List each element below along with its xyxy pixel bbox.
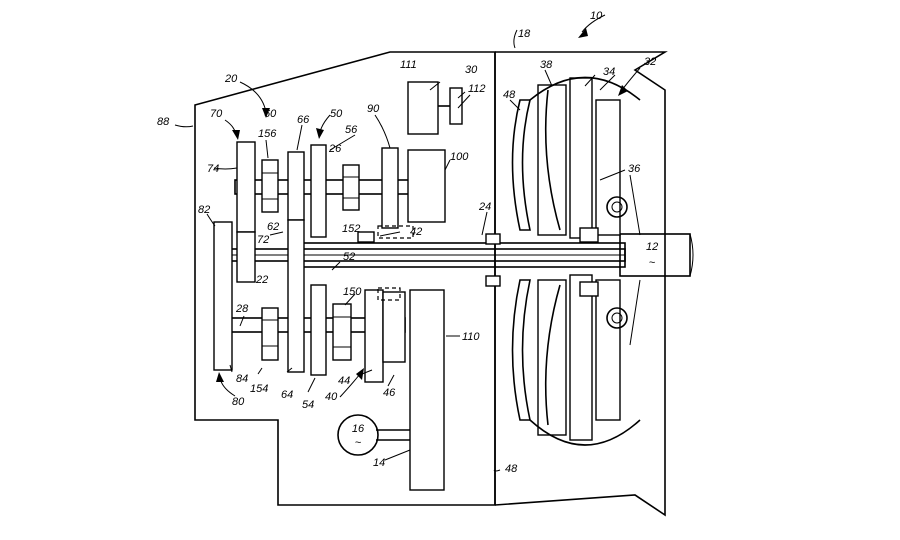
ref-14: 14 (373, 457, 385, 469)
ref-150: 150 (343, 286, 362, 298)
ref-28: 28 (235, 303, 249, 315)
ref-156: 156 (258, 128, 277, 140)
clutch-assembly (511, 76, 641, 446)
dashed-element-42 (377, 225, 414, 239)
gear-90 (381, 147, 399, 229)
ref-154: 154 (250, 383, 268, 395)
gear-82 (213, 221, 233, 371)
synchronizer-150 (332, 303, 352, 361)
synchronizer-156 (261, 159, 279, 213)
housing-outline (194, 51, 496, 506)
gear-54 (310, 284, 327, 376)
ref-48-bottom: 48 (505, 463, 518, 475)
svg-text:~: ~ (649, 257, 656, 269)
ref-48-top: 48 (503, 89, 516, 101)
ref-20: 20 (224, 73, 238, 85)
gear-66 (287, 151, 305, 221)
gear-74 (236, 141, 256, 233)
gear-44 (364, 289, 384, 383)
gear-56 (310, 144, 327, 238)
ref-110: 110 (462, 331, 480, 343)
motor-16 (337, 414, 379, 456)
ref-82: 82 (198, 204, 210, 216)
gear-100 (407, 149, 446, 223)
ref-12: 12 (646, 241, 658, 253)
ref-84: 84 (236, 373, 248, 385)
ref-18: 18 (518, 28, 531, 40)
ref-66: 66 (297, 114, 310, 126)
ref-10: 10 (590, 10, 603, 22)
svg-text:~: ~ (355, 437, 362, 449)
leader-lines (174, 29, 626, 472)
gear-111 (407, 81, 439, 135)
ref-100: 100 (450, 151, 469, 163)
ref-60: 60 (264, 108, 277, 120)
arrows (216, 14, 641, 398)
ref-38: 38 (540, 59, 553, 71)
ref-54: 54 (302, 399, 314, 411)
gear-62 (287, 219, 305, 373)
ref-152: 152 (342, 223, 360, 235)
ref-40: 40 (325, 391, 338, 403)
ref-50: 50 (330, 108, 343, 120)
gear-110 (409, 289, 445, 491)
ref-32: 32 (644, 56, 656, 68)
ref-42: 42 (410, 226, 422, 238)
ref-62: 62 (267, 221, 279, 233)
ref-24: 24 (478, 201, 491, 213)
ref-30: 30 (465, 64, 478, 76)
gear-46 (382, 291, 406, 363)
ref-26: 26 (328, 143, 342, 155)
synchronizer-154 (261, 307, 279, 361)
ref-88: 88 (157, 116, 170, 128)
ref-111: 111 (400, 59, 417, 71)
ref-56: 56 (345, 124, 358, 136)
ref-52: 52 (343, 251, 355, 263)
clutch-housing-outline (494, 51, 668, 517)
ref-72: 72 (257, 234, 269, 246)
ref-74: 74 (207, 163, 219, 175)
ref-16: 16 (352, 423, 365, 435)
ref-36: 36 (628, 163, 641, 175)
synchronizer-152 (342, 164, 360, 211)
ref-112: 112 (468, 83, 486, 95)
dashed-element-lower (377, 287, 401, 301)
ref-90: 90 (367, 103, 380, 115)
ref-44: 44 (338, 375, 350, 387)
ref-46: 46 (383, 387, 396, 399)
ref-34: 34 (603, 66, 615, 78)
ref-80: 80 (232, 396, 245, 408)
ref-70: 70 (210, 108, 223, 120)
ref-22: 22 (255, 274, 268, 286)
gear-72 (236, 231, 256, 283)
ref-64: 64 (281, 389, 293, 401)
